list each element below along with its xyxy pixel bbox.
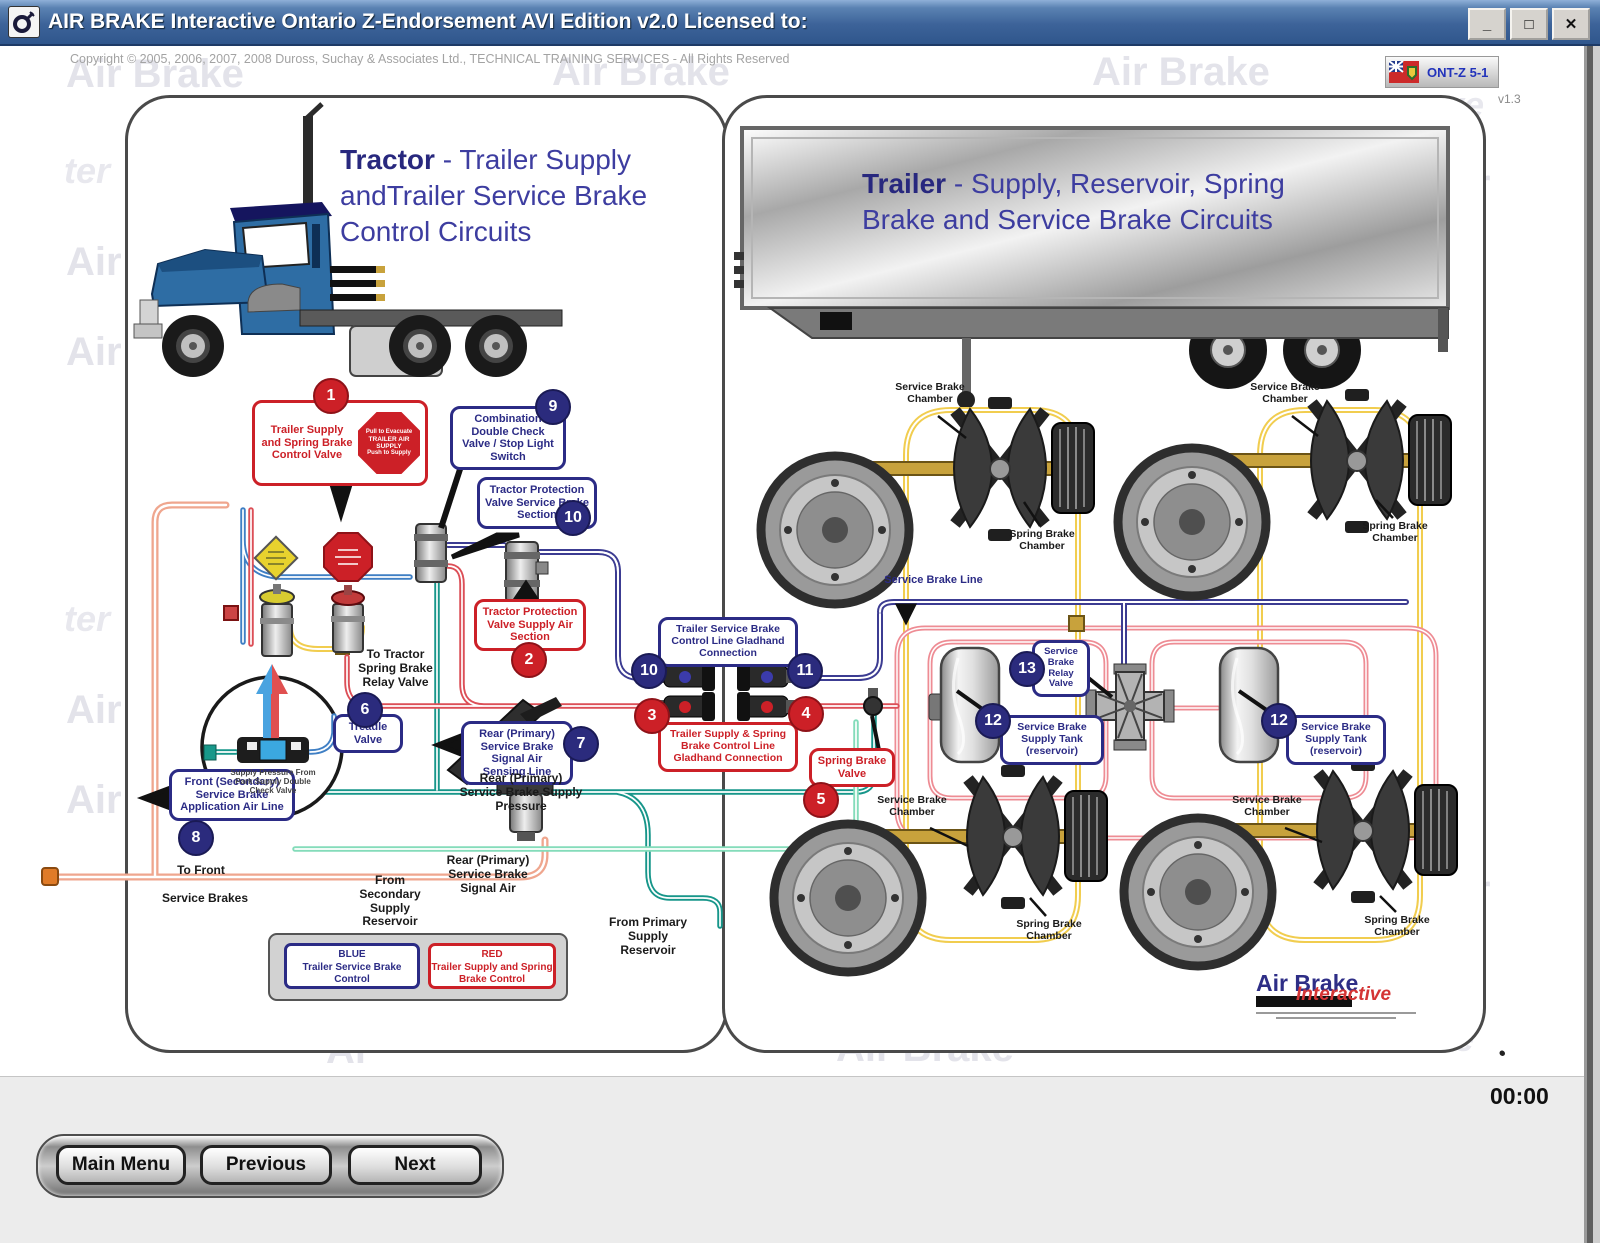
to-front-label: To Front: [177, 863, 225, 877]
previous-button[interactable]: Previous: [200, 1145, 332, 1185]
service-brake-chamber-label: Service Brake Chamber: [1232, 794, 1302, 819]
callout-12-left-number: 12: [975, 703, 1011, 739]
callout-6-number: 6: [347, 692, 383, 728]
watermark: Air: [66, 688, 122, 732]
legend-blue: BLUE Trailer Service Brake Control: [284, 943, 420, 989]
watermark: Air Brake: [1092, 50, 1270, 94]
close-button[interactable]: ✕: [1552, 8, 1590, 40]
callout-1-number: 1: [313, 378, 349, 414]
callout-1-box: Trailer Supply and Spring Brake Control …: [252, 400, 428, 486]
logo-line: [1256, 1012, 1416, 1014]
supply-pressure-circle-label: Supply Pressure From Park Supply Double …: [230, 768, 316, 796]
main-menu-button[interactable]: Main Menu: [56, 1145, 186, 1185]
callout-3-number: 3: [634, 698, 670, 734]
title-bar: AIR BRAKE Interactive Ontario Z-Endorsem…: [0, 0, 1600, 46]
rear-signal-air-label: Rear (Primary) Service Brake Signal Air: [446, 853, 530, 895]
watermark: ter: [64, 150, 111, 191]
version-label: v1.3: [1498, 92, 1521, 106]
callout-2-number: 2: [511, 642, 547, 678]
window-right-frame: [1584, 44, 1600, 1243]
watermark: Air Brake: [552, 50, 730, 94]
spring-brake-chamber-label: Spring Brake Chamber: [1009, 528, 1075, 553]
from-primary-reservoir-label: From Primary Supply Reservoir: [608, 915, 688, 957]
air-brake-interactive-logo: Air Brake Interactive: [1256, 970, 1436, 1022]
watermark: Air Brake: [66, 52, 244, 96]
service-brakes-label: Service Brakes: [161, 891, 249, 905]
service-brake-chamber-label: Service Brake Chamber: [1250, 381, 1320, 406]
callout-7-number: 7: [563, 726, 599, 762]
window-title: AIR BRAKE Interactive Ontario Z-Endorsem…: [48, 10, 808, 33]
callout-10b-number: 10: [631, 653, 667, 689]
callout-4-number: 4: [788, 696, 824, 732]
app-icon: [8, 6, 40, 38]
watermark: Air: [66, 778, 122, 822]
callout-12-right-box: Service Brake Supply Tank (reservoir): [1286, 715, 1386, 765]
trailer-panel: [722, 95, 1486, 1053]
service-brake-chamber-label: Service Brake Chamber: [895, 381, 965, 406]
callout-1-label: Trailer Supply and Spring Brake Control …: [261, 424, 353, 462]
watermark: ter: [64, 598, 111, 639]
badge-label: ONT-Z 5-1: [1427, 64, 1489, 80]
next-button[interactable]: Next: [348, 1145, 482, 1185]
callout-12-left-box: Service Brake Supply Tank (reservoir): [1000, 715, 1104, 765]
maximize-button[interactable]: □: [1510, 8, 1548, 40]
tractor-title: Tractor - Trailer Supply andTrailer Serv…: [340, 144, 648, 247]
trailer-title: Trailer - Supply, Reservoir, Spring Brak…: [862, 168, 1285, 235]
logo-bar: [1256, 996, 1352, 1007]
callout-13-number: 13: [1009, 651, 1045, 687]
ontario-flag-icon: [1389, 61, 1419, 83]
callout-5-number: 5: [803, 782, 839, 818]
minimize-button[interactable]: _: [1468, 8, 1506, 40]
copyright-text: Copyright © 2005, 2006, 2007, 2008 Duros…: [70, 52, 790, 66]
gladhand-red-label: Trailer Supply & Spring Brake Control Li…: [658, 722, 798, 772]
trailer-air-supply-octagon: Pull to Evacuate TRAILER AIR SUPPLY Push…: [358, 412, 420, 474]
legend-box: BLUE Trailer Service Brake Control RED T…: [268, 933, 568, 1001]
to-tractor-spring-brake-label: To Tractor Spring Brake Relay Valve: [358, 647, 433, 689]
from-secondary-reservoir-label: From Secondary Supply Reservoir: [359, 873, 421, 929]
timer-display: 00:00: [1490, 1083, 1549, 1109]
lesson-badge: ONT-Z 5-1: [1385, 56, 1499, 88]
service-brake-line-label: Service Brake Line: [884, 574, 983, 586]
legend-red: RED Trailer Supply and Spring Brake Cont…: [428, 943, 556, 989]
gladhand-blue-label: Trailer Service Brake Control Line Gladh…: [658, 617, 798, 667]
watermark: Air: [66, 330, 122, 374]
watermark: Air: [66, 240, 122, 284]
rear-supply-pressure-label: Rear (Primary) Service Brake Supply Pres…: [459, 771, 583, 813]
spring-brake-chamber-label: Spring Brake Chamber: [1364, 914, 1430, 939]
callout-8-number: 8: [178, 820, 214, 856]
callout-9-box: Combination Double Check Valve / Stop Li…: [450, 406, 566, 471]
callout-11-number: 11: [787, 653, 823, 689]
spring-brake-chamber-label: Spring Brake Chamber: [1016, 918, 1082, 943]
spring-brake-chamber-label: Spring Brake Chamber: [1362, 520, 1428, 545]
stray-mark: [1500, 1051, 1505, 1056]
callout-12-right-number: 12: [1261, 703, 1297, 739]
service-brake-chamber-label: Service Brake Chamber: [877, 794, 947, 819]
callout-9-number: 9: [535, 389, 571, 425]
nav-button-bar: Main Menu Previous Next: [36, 1134, 504, 1198]
logo-line: [1276, 1017, 1396, 1019]
callout-10-number: 10: [555, 500, 591, 536]
